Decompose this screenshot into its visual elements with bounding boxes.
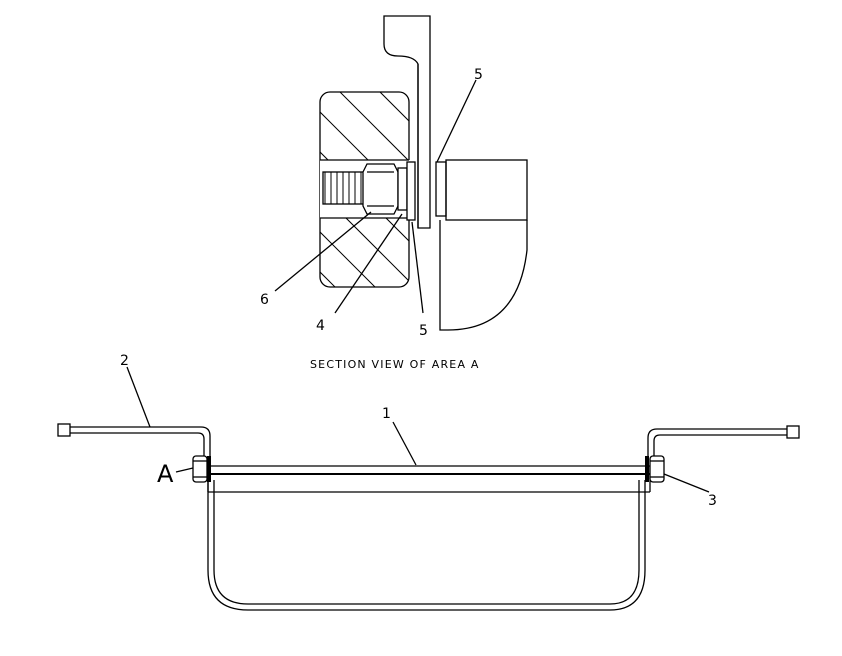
leader-6: [274, 211, 372, 292]
assembly-view: 2 1 3 A: [57, 353, 800, 611]
right-end-block: [645, 455, 665, 483]
callout-5-lower: 5: [419, 323, 428, 339]
leader-5-lower: [411, 221, 424, 314]
leader-a: [175, 467, 194, 473]
callout-3: 3: [708, 493, 717, 509]
section-view: 5 6 4 5 SECTION VIEW OF AREA A: [260, 15, 528, 371]
section-caption: SECTION VIEW OF AREA A: [310, 358, 480, 371]
area-marker-a: A: [157, 460, 174, 488]
leader-1: [392, 421, 417, 466]
bracket-plate: [383, 15, 431, 229]
right-rod: [647, 425, 800, 456]
leader-3: [663, 473, 710, 493]
u-frame: [207, 480, 646, 611]
callout-4: 4: [316, 318, 325, 334]
left-end-block: [192, 455, 211, 483]
roller-bar: [207, 465, 651, 493]
callout-5-upper: 5: [474, 67, 483, 83]
leader-5-upper: [436, 79, 477, 163]
leader-4: [334, 213, 403, 314]
callout-2: 2: [120, 353, 129, 369]
left-rod: [57, 423, 211, 456]
bolt: [322, 161, 416, 221]
roller-housing: [435, 159, 528, 331]
callout-1: 1: [382, 406, 391, 422]
leader-2: [126, 366, 151, 428]
callout-6: 6: [260, 292, 269, 308]
